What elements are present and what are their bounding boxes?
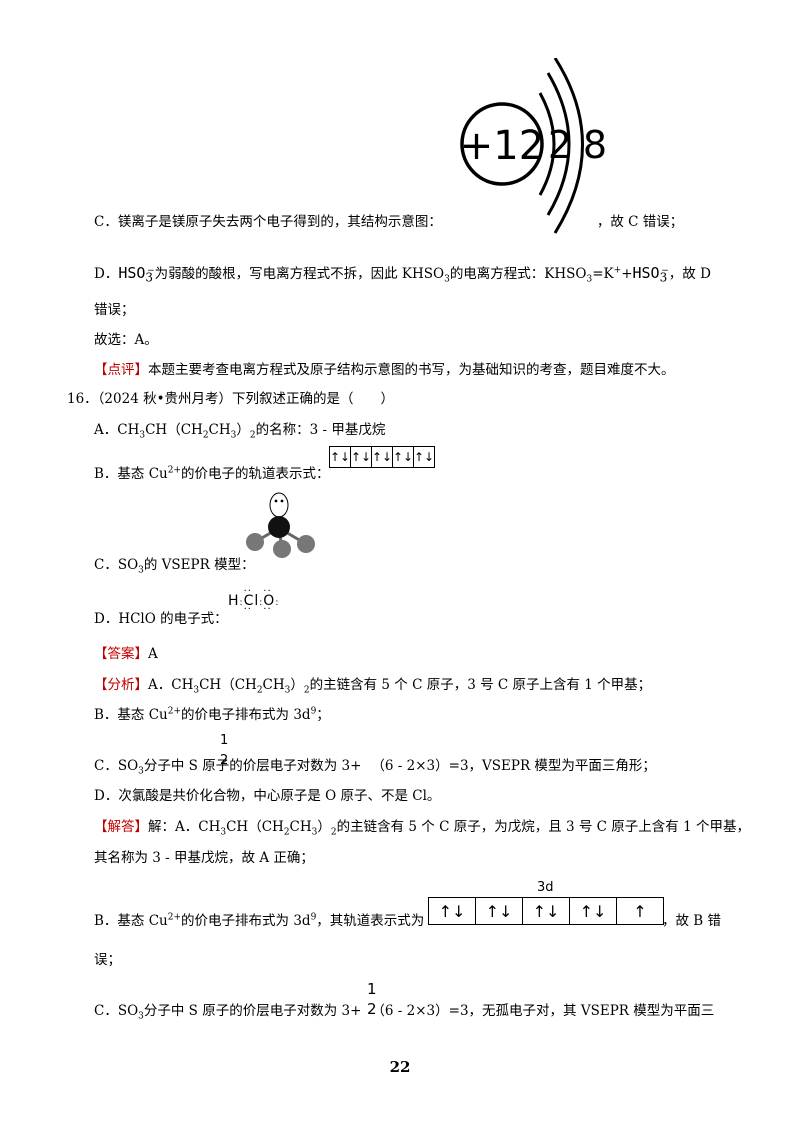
so3-vsepr-model xyxy=(246,492,315,558)
fraction-numerator-2: 1 xyxy=(367,980,377,998)
nucleus-charge: +12 xyxy=(460,123,544,169)
option-c-prev: C．镁离子是镁原子失去两个电子得到的，其结构示意图：，故 C 错误； xyxy=(94,214,684,230)
option-d-prev: D．HSO3−为弱酸的酸根，写电离方程式不拆，因此 KHSO3的电离方程式：KH… xyxy=(94,264,711,285)
analysis-c: C．SO3分子中 S 原子的价层电子对数为 3+（6 - 2×3）=3，VSEP… xyxy=(94,758,656,777)
fraction-numerator: 1 xyxy=(220,733,229,748)
shell-2-count: 8 xyxy=(583,123,607,167)
question-16: 16．（2024 秋•贵州月考）下列叙述正确的是（ ） xyxy=(67,391,395,407)
solution-b: B．基态 Cu2+的价电子排布式为 3d9，其轨道表示式为 xyxy=(94,912,425,929)
analysis-a: 【分析】A．CH3CH（CH2CH3）2的主链含有 5 个 C 原子，3 号 C… xyxy=(94,677,652,696)
hclo-electron-formula: H:··Cl··:··O··: xyxy=(228,586,280,615)
solution-a-cont: 其名称为 3 - 甲基戊烷，故 A 正确； xyxy=(94,850,314,866)
choose-line: 故选：A。 xyxy=(94,332,158,348)
answer-line: 【答案】A xyxy=(94,646,158,662)
solution-c: C．SO3分子中 S 原子的价层电子对数为 3+（6 - 2×3）=3，无孤电子… xyxy=(94,1003,715,1022)
fraction-denominator: 2 xyxy=(220,753,229,768)
solution-b-cont: 误； xyxy=(94,952,121,968)
question-option-a: A．CH3CH（CH2CH3）2的名称：3 - 甲基戊烷 xyxy=(94,422,386,441)
solution-b-tail: ，故 B 错 xyxy=(662,913,722,929)
analysis-d: D．次氯酸是共价化合物，中心原子是 O 原子、不是 Cl。 xyxy=(94,788,441,804)
review-line: 【点评】本题主要考查电离方程式及原子结构示意图的书写，为基础知识的考查，题目难度… xyxy=(94,362,675,378)
page-number: 22 xyxy=(389,1058,411,1076)
option-d-prev-cont: 错误； xyxy=(94,302,135,318)
shell-1-count: 2 xyxy=(548,123,572,167)
orbital-diagram-small: ↑↓ ↑↓ ↑↓ ↑↓ ↑↓ xyxy=(329,446,435,468)
question-option-d: D．HClO 的电子式： xyxy=(94,611,228,627)
question-option-c: C．SO3的 VSEPR 模型： xyxy=(94,557,255,576)
question-option-b: B．基态 Cu2+的价电子的轨道表示式： xyxy=(94,465,330,482)
fraction-denominator-2: 2 xyxy=(367,1000,377,1018)
orbital-diagram-3d: ↑↓ ↑↓ ↑↓ ↑↓ ↑ xyxy=(428,897,664,925)
analysis-b: B．基态 Cu2+的价电子排布式为 3d9； xyxy=(94,706,330,723)
mg-ion-structure-diagram: +12 2 8 xyxy=(460,58,607,234)
orbital-3d-label: 3d xyxy=(537,880,554,895)
solution-a: 【解答】解：A．CH3CH（CH2CH3）2的主链含有 5 个 C 原子，为戊烷… xyxy=(94,819,750,838)
